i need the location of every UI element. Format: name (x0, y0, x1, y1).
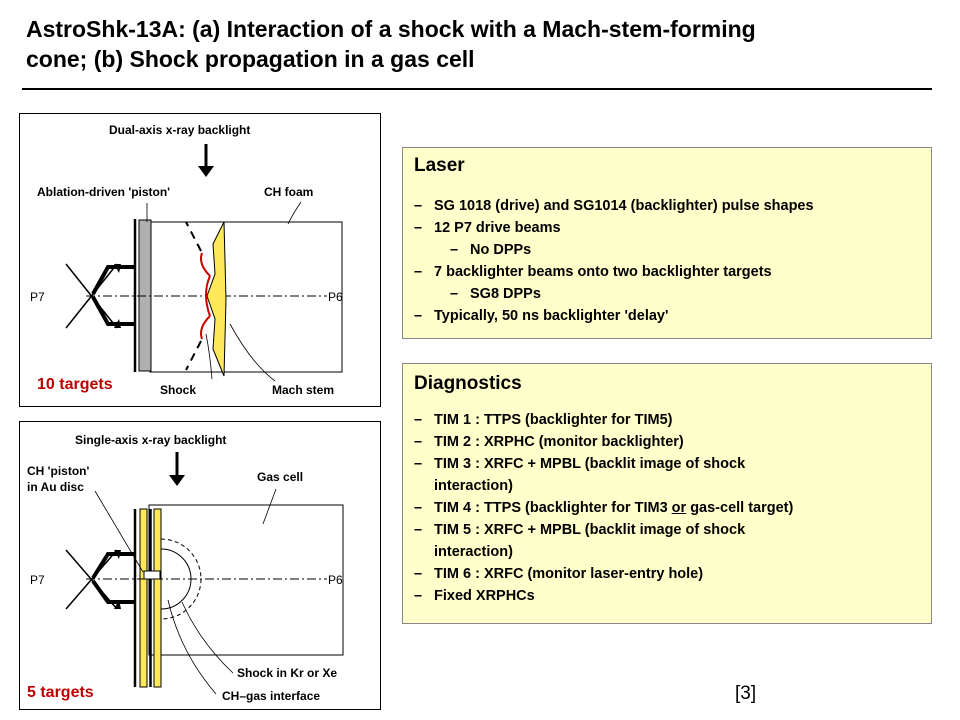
mach-dash-bottom (185, 340, 202, 371)
targets-count-b: 5 targets (27, 684, 94, 701)
shock-leader-b (181, 601, 234, 674)
drive-arrow-bottom-b (91, 579, 135, 604)
label-dual-backlight: Dual-axis x-ray backlight (109, 123, 251, 137)
drive-arrow-bottom (91, 296, 135, 326)
mach-dash-top (185, 221, 202, 252)
laser-item: –SG 1018 (drive) and SG1014 (backlighter… (414, 198, 814, 214)
laser-item: –Typically, 50 ns backlighter 'delay' (414, 308, 669, 324)
laser-item: –12 P7 drive beams (414, 220, 561, 236)
cone-target (206, 221, 227, 377)
laser-heading: Laser (414, 155, 465, 176)
diagnostics-item: –TIM 5 : XRFC + MPBL (backlit image of s… (414, 522, 746, 560)
label-ch-gas-interface: CH–gas interface (222, 689, 321, 703)
panel-a-drawing (65, 144, 343, 382)
title-rule (22, 88, 932, 90)
shock-arc-dashed (160, 538, 202, 620)
diagnostics-item: –TIM 1 : TTPS (backlighter for TIM5) (414, 412, 673, 428)
beam-arrow-1 (114, 319, 121, 328)
drive-arrow-top (91, 265, 135, 295)
title-line-2: cone; (b) Shock propagation in a gas cel… (26, 46, 475, 72)
diagnostics-item: –TIM 4 : TTPS (backlighter for TIM3 or g… (414, 500, 794, 516)
au-disc-right (153, 508, 162, 688)
drive-arrow-top-b (91, 552, 135, 580)
laser-subitem: –No DPPs (450, 242, 532, 258)
piston-leader-b (94, 490, 144, 573)
ch-foam-block (149, 221, 343, 373)
backlight-arrow-head-b (169, 475, 185, 486)
label-ch-piston-line1: CH 'piston' (27, 464, 90, 478)
shock-leader (205, 333, 213, 380)
title-line-1: AstroShk-13A: (a) Interaction of a shock… (26, 16, 756, 42)
au-disc-left (139, 508, 148, 688)
shock-cusp (205, 275, 211, 317)
gas-cell-block (148, 504, 344, 656)
backlight-arrow-head (198, 166, 214, 177)
label-shock: Shock (160, 383, 197, 397)
diagnostics-item: –TIM 3 : XRFC + MPBL (backlit image of s… (414, 456, 746, 494)
laser-item: –7 backlighter beams onto two backlighte… (414, 264, 772, 280)
laser-subitem: –SG8 DPPs (450, 286, 541, 302)
panel-b-drawing (65, 452, 344, 695)
label-ch-piston-line2: in Au disc (27, 480, 84, 494)
label-p7-b: P7 (30, 573, 45, 587)
label-p6-a: P6 (328, 290, 343, 304)
panel-a-diagram: Dual-axis x-ray backlight Ablation-drive… (19, 113, 381, 407)
diagnostics-list: –TIM 1 : TTPS (backlighter for TIM5) –TI… (414, 409, 793, 607)
label-p6-b: P6 (328, 573, 343, 587)
panel-b-diagram: Single-axis x-ray backlight CH 'piston' … (19, 421, 381, 710)
shock-front-top (200, 252, 211, 277)
foam-leader (287, 201, 302, 225)
mach-leader (229, 323, 276, 382)
label-single-backlight: Single-axis x-ray backlight (75, 433, 227, 447)
beam-arrow-2-b (114, 550, 121, 559)
page-title: AstroShk-13A: (a) Interaction of a shock… (26, 14, 926, 74)
label-p7-a: P7 (30, 290, 45, 304)
reference-number: [3] (735, 683, 757, 704)
ch-piston-plug (143, 570, 161, 580)
interface-leader (167, 599, 217, 695)
diagnostics-box: Diagnostics –TIM 1 : TTPS (backlighter f… (402, 363, 932, 624)
label-shock-kr-xe: Shock in Kr or Xe (237, 666, 338, 680)
targets-count-a: 10 targets (37, 376, 113, 393)
diagnostics-heading: Diagnostics (414, 373, 522, 394)
label-ablation-piston: Ablation-driven 'piston' (37, 185, 171, 199)
beam-arrow-2 (114, 264, 121, 273)
label-mach-stem: Mach stem (272, 383, 335, 397)
gascell-leader (262, 488, 277, 525)
diagnostics-item: –TIM 2 : XRPHC (monitor backlighter) (414, 434, 684, 450)
label-gas-cell: Gas cell (257, 470, 304, 484)
diagnostics-item: –Fixed XRPHCs (414, 588, 535, 604)
label-ch-foam: CH foam (264, 185, 314, 199)
shock-front-bottom (200, 315, 211, 340)
ch-gas-interface-arc (160, 548, 192, 610)
beam-arrow-1-b (114, 600, 121, 609)
laser-box: Laser –SG 1018 (drive) and SG1014 (backl… (402, 147, 932, 339)
laser-list: –SG 1018 (drive) and SG1014 (backlighter… (414, 195, 814, 327)
diagnostics-item: –TIM 6 : XRFC (monitor laser-entry hole) (414, 566, 704, 582)
